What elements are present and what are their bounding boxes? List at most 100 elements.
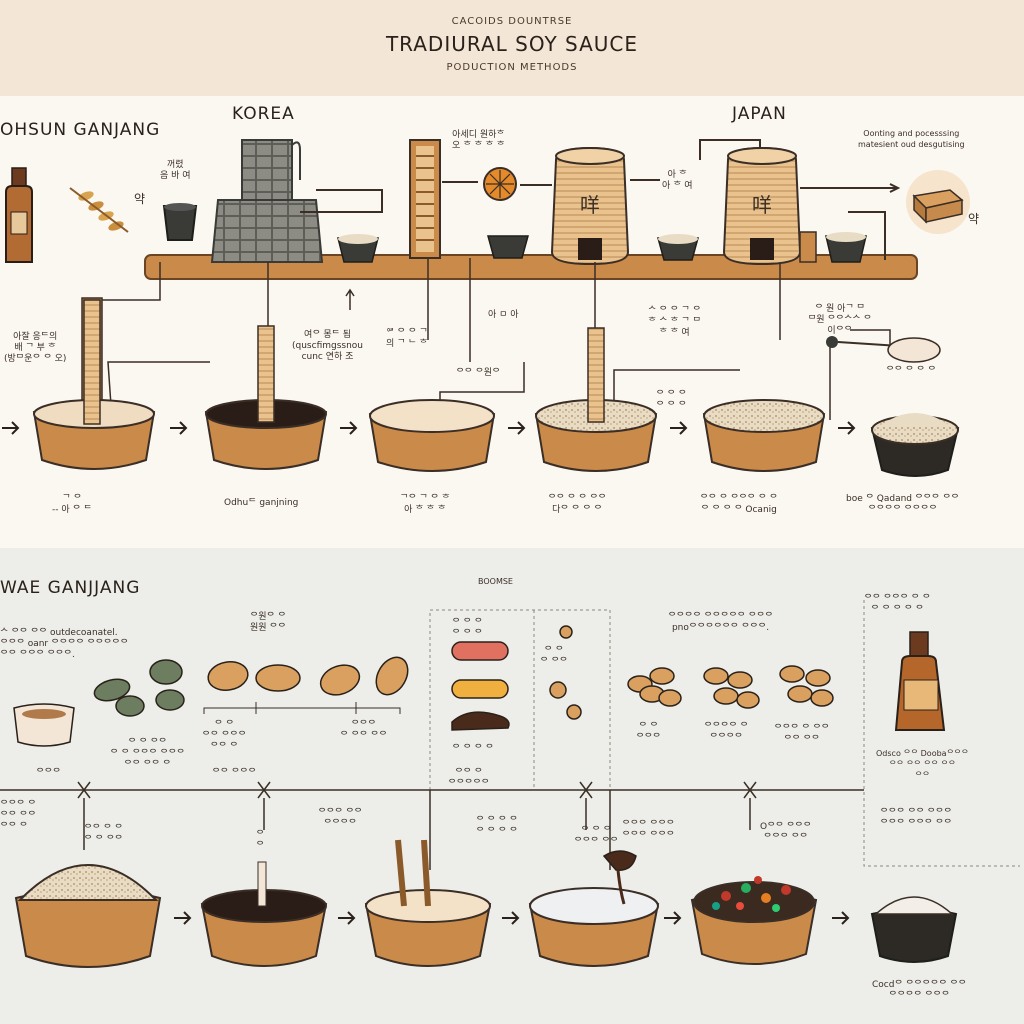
bottom-label-3: ᄋ ᄋ ᄋᄋ ᄋ ᄋ ᄋᄋᄋ ᄋᄋᄋ ᄋᄋ ᄋᄋ ᄋ (110, 738, 185, 770)
soybean-cluster-3 (779, 665, 834, 707)
bottom-label-4: ᄋ ᄋ ᄋᄋ ᄋᄋᄋ ᄋᄋ ᄋ (202, 720, 247, 752)
wheat-icon (69, 187, 129, 233)
region-label-korea: KOREA (232, 104, 295, 124)
soybean-cluster-2 (703, 667, 760, 709)
top-bowl-2 (204, 325, 328, 470)
top-row-arrows (2, 421, 856, 435)
stone-tower-icon (210, 139, 324, 263)
bottom-label-12: ᄋᄋᄋ ᄋ ᄋᄋ ᄋᄋ ᄋᄋ (774, 724, 830, 745)
top-label-20: ᄋᄋ ᄋ ᄋᄋᄋ ᄋ ᄋ ᄋ ᄋ ᄋ ᄋ Ocanig (700, 494, 778, 515)
bottom-label-24: ᄋᄋᄋ ᄋᄋᄋ ᄋᄋᄋ ᄋᄋᄋ (622, 820, 675, 841)
bottom-bowl-4 (528, 850, 660, 967)
bottom-label-22: ᄋ ᄋ ᄋ ᄋ ᄋ ᄋ ᄋ ᄋ (476, 816, 518, 837)
section-small-tag: BOOMSE (478, 577, 513, 586)
condenser-column-icon (409, 139, 441, 259)
top-label-13: ᄋᄋ ᄋ원ᄋ (456, 368, 501, 378)
top-label-16: ᄀ ᄋ -- 아 ᄋ ᄃ (52, 494, 92, 515)
top-label-14: ᄋᄋ ᄋ ᄋ ᄋ (886, 366, 936, 376)
svg-text:咩: 咩 (580, 193, 600, 217)
bottom-label-25: Oᄋᄋ ᄋᄋᄋ ᄋᄋᄋ ᄋᄋ (760, 822, 812, 843)
top-bowl-5 (702, 399, 826, 472)
bottom-label-9: ᄋᄋᄋᄋ ᄋᄋᄋᄋᄋ ᄋᄋᄋ pnoᄋᄋᄋᄋᄋᄋ ᄋᄋᄋ. (668, 612, 774, 633)
page-subtitle: PODUCTION METHODS (446, 62, 578, 73)
region-label-japan: JAPAN (732, 104, 787, 124)
header-kicker: CACOIDS DOUNTRSE (451, 16, 573, 27)
top-shelf (144, 254, 918, 280)
ferment-strips-icon (451, 641, 510, 731)
tofu-block-icon (906, 170, 970, 234)
bottom-label-16: ᄋᄋᄋ ᄋ ᄋᄋ ᄋᄋ ᄋᄋ ᄋ (0, 800, 36, 832)
bottom-bowl-5 (690, 876, 818, 965)
top-bowl-1 (32, 297, 156, 470)
top-label-15: ᄋ ᄋ ᄋ ᄋ ᄋ ᄋ (656, 390, 687, 411)
bottom-row-arrows (174, 911, 850, 925)
top-label-12: ᄋ 원 아ᄀ ᄆ ᄆ원 ᄋᄋᄉᄉ ᄋ 이ᄋᄋ (808, 304, 872, 336)
soybeans-row-icon (207, 656, 409, 696)
bottom-label-1: ᄉ ᄋᄋ ᄋᄋ outdecoanatel. ᄋᄋᄋ oanr ᄋᄋᄋᄋ ᄋᄋᄋ… (0, 628, 129, 660)
top-label-2: 약 (134, 192, 146, 206)
timeline-line (0, 781, 864, 870)
bottom-bowl-2 (200, 861, 328, 967)
top-label-17: Odhuᄃ ganjning (224, 498, 299, 508)
top-bowl-4 (534, 327, 658, 472)
ladle-icon (826, 336, 941, 363)
barrel-left-icon: 咩 (550, 146, 630, 266)
bean-pods-icon (93, 659, 185, 717)
bottom-label-8: ᄋ ᄋ ᄋ ᄋᄋ (540, 646, 568, 667)
top-bowl-3 (368, 399, 496, 472)
bottom-label-5: ᄋᄋᄋ ᄋ ᄋᄋ ᄋᄋ (340, 720, 388, 741)
bottom-label-6: ᄋ ᄋ ᄋ ᄋ ᄋ ᄋ (452, 618, 483, 639)
bottom-label-17: ᄋᄋ ᄋᄋᄋ (212, 768, 257, 778)
small-cup-icon (162, 203, 198, 241)
top-label-9: 아잘 응ᄃ의 배 ᄀ 부 ᄒ (방ᄆ운ᄋ ᄋ 오) (4, 332, 67, 364)
soy-bottle-top-icon (5, 167, 33, 263)
soybean-cluster-1 (627, 667, 682, 707)
bottom-bowl-6 (870, 896, 958, 963)
svg-text:咩: 咩 (752, 193, 772, 217)
section-wae-ganjang (0, 548, 1024, 1024)
bottom-label-14: Odsco ᄋᄋ Doobaᄋᄋᄋ ᄋᄋ ᄋᄋ ᄋᄋ ᄋᄋ ᄋᄋ (876, 749, 969, 780)
orange-slice-icon (483, 167, 517, 201)
bottom-label-23: ᄋ ᄋ ᄋ ᄋᄋᄋ ᄋᄋ (574, 826, 619, 847)
small-dish-icon (13, 703, 75, 747)
bottom-label-18: ᄋᄋ ᄋ ᄋ ᄋ ᄋ ᄋᄋ (84, 824, 123, 845)
bottom-bowl-3 (364, 839, 492, 967)
top-label-5: Oonting and pocesssing matesient oud des… (858, 129, 965, 149)
bottom-label-21: ᄋᄋ ᄋ ᄋᄋᄋᄋᄋ (448, 768, 490, 789)
header-band: CACOIDS DOUNTRSE TRADIURAL SOY SAUCE POD… (0, 0, 1024, 96)
bottom-label-20: ᄋᄋᄋ ᄋᄋ ᄋᄋᄋᄋ (318, 808, 363, 829)
bottom-label-15: ᄋᄋᄋ (36, 768, 61, 778)
top-label-3: 아세디 원하ᄒ 오 ᄒ ᄒ ᄒ ᄒ (452, 130, 505, 151)
top-label-18: ᄀᄋ ᄀ ᄋ ᄒ 아 ᄒ ᄒ ᄒ (400, 494, 450, 515)
bottom-label-13: ᄋᄋ ᄋᄋᄋ ᄋ ᄋ ᄋ ᄋ ᄋ ᄋ ᄋ (864, 594, 931, 615)
bottom-label-26: ᄋᄋᄋ ᄋᄋ ᄋᄋᄋ ᄋᄋᄋ ᄋᄋᄋ ᄋᄋ (880, 808, 952, 829)
bottom-brackets (203, 702, 401, 714)
top-label-21: boe ᄋ Qadand ᄋᄋᄋ ᄋᄋ ᄋᄋᄋᄋ ᄋᄋᄋᄋ (846, 494, 960, 515)
section-heading-ohsun: OHSUN GANJANG (0, 120, 161, 140)
bottom-label-27: Cocdᄋ ᄋᄋᄋᄋᄋ ᄋᄋ ᄋᄋᄋᄋ ᄋᄋᄋ (872, 980, 967, 1001)
soy-bottle-bottom-icon (894, 631, 946, 731)
top-label-8: ᄉ ᄋ ᄋ ᄀ ᄋ ᄒ ᄉ ᄒ ᄀ ᄆ ᄒ ᄒ 여 (648, 306, 701, 338)
top-label-4: 아 ᄒ 아 ᄒ 여 (662, 170, 693, 191)
bottom-label-11: ᄋᄋᄋᄋ ᄋ ᄋᄋᄋᄋ (704, 722, 749, 743)
bottom-bowl-1 (14, 864, 162, 968)
top-label-19: ᄋᄋ ᄋ ᄋ ᄋᄋ 다ᄋ ᄋ ᄋ ᄋ (548, 494, 607, 515)
top-label-6: 약 (968, 212, 980, 226)
top-label-11: ᄋᄅ ᄋ ᄋ ᄀ 의 ᄀ ᄂ ᄒ (386, 328, 428, 349)
beans-column-icon (549, 625, 582, 720)
shelf-bowls (337, 231, 867, 263)
bottom-label-10: ᄋ ᄋ ᄋᄋᄋ (636, 722, 661, 743)
section-heading-wae: WAE GANJJANG (0, 578, 141, 598)
top-label-10: 여ᄋ 몽ᄃ 됨 (quscfimgssnou cunc 연하 조 (292, 330, 364, 362)
bottom-label-7: ᄋ ᄋ ᄋ ᄋ (452, 744, 494, 754)
top-label-1: 꺼렸 음 바 여 (160, 160, 191, 181)
top-connectors (100, 258, 891, 421)
bottom-label-19: ᄋ ᄋ (256, 830, 265, 851)
page-title: TRADIURAL SOY SAUCE (385, 32, 639, 56)
top-bowl-6 (870, 413, 960, 477)
top-label-7: 아 ㅁ 아 (488, 310, 519, 320)
section-ohsun-ganjang (0, 96, 1024, 548)
barrel-right-icon: 咩 (722, 146, 802, 266)
